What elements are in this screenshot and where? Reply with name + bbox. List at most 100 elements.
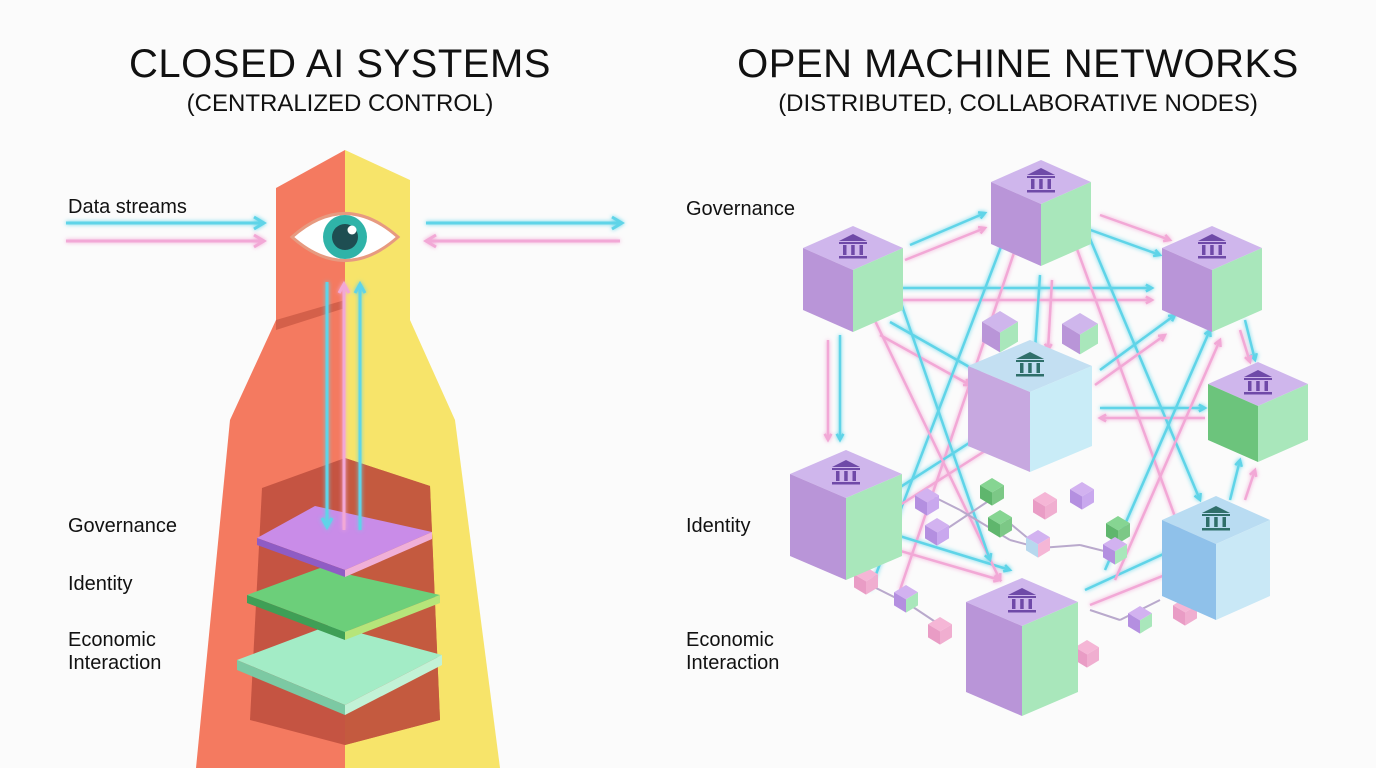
connection-arrow: [1113, 339, 1222, 581]
arrowhead: [1145, 283, 1155, 293]
cube-top: [854, 567, 878, 582]
label-identity-right: Identity: [686, 515, 751, 537]
label-governance-left: Governance: [68, 515, 177, 537]
layer-economic: [237, 625, 442, 715]
cube-top: [988, 510, 1012, 525]
label-economic-line1-right: Economic: [686, 629, 774, 651]
small-node: [982, 311, 1018, 353]
cube-left: [894, 592, 906, 613]
small-node: [928, 617, 952, 645]
cube-right: [1216, 520, 1270, 620]
small-node: [980, 478, 1004, 506]
arrowhead: [253, 215, 267, 231]
cube-left: [1033, 499, 1045, 520]
connection-arrow: [863, 299, 1002, 581]
cube-right: [1212, 248, 1262, 332]
connection-arrow: [904, 226, 986, 262]
small-node: [894, 585, 918, 613]
small-link: [944, 499, 991, 531]
connection-arrow: [1243, 469, 1257, 501]
cube-top: [1062, 313, 1098, 335]
cube-top: [982, 311, 1018, 333]
arrowhead: [1193, 492, 1202, 503]
cube-top: [1075, 640, 1099, 655]
cube-right: [1045, 499, 1057, 520]
cube-top: [1026, 530, 1050, 545]
connection-arrow: [1078, 214, 1202, 501]
label-economic-line2: Interaction: [68, 652, 162, 674]
arrowhead: [423, 233, 437, 249]
arrowhead: [977, 225, 988, 235]
arrowhead: [823, 433, 833, 443]
cube-right: [992, 485, 1004, 506]
label-identity-left: Identity: [68, 573, 133, 595]
arrowhead: [353, 280, 367, 294]
cube-right: [1140, 613, 1152, 634]
cube-right: [1030, 366, 1092, 472]
label-economic-right: Economic Interaction: [686, 629, 779, 675]
small-nodes: [854, 311, 1197, 668]
cube-top: [928, 617, 952, 632]
arrowhead: [835, 433, 845, 443]
cube-right: [1118, 523, 1130, 544]
cube-right: [1087, 647, 1099, 668]
cube-left: [803, 248, 853, 332]
small-node: [1128, 606, 1152, 634]
cube-left: [1026, 537, 1038, 558]
arrowhead: [1157, 333, 1168, 342]
cube-right: [1082, 489, 1094, 510]
connection-arrow: [1094, 333, 1166, 387]
cube-right: [1041, 182, 1091, 266]
left-subtitle: (CENTRALIZED CONTROL): [186, 90, 494, 117]
arrowhead: [983, 552, 993, 563]
cube-right: [1080, 323, 1098, 355]
cube-top: [1106, 516, 1130, 531]
cube-right: [866, 574, 878, 595]
cube-top: [1128, 606, 1152, 621]
cube-top: [1103, 537, 1127, 552]
cube-left: [980, 485, 992, 506]
cube-top: [894, 585, 918, 600]
left-title: CLOSED AI SYSTEMS: [129, 42, 551, 86]
cube-top: [1033, 492, 1057, 507]
cube-left: [1103, 544, 1115, 565]
arrowhead: [1097, 413, 1107, 423]
label-economic-line2-right: Interaction: [686, 652, 780, 674]
arrowhead: [1198, 403, 1208, 413]
data-streams: [66, 215, 625, 249]
cube-left: [1162, 520, 1216, 620]
small-link: [1089, 609, 1121, 621]
cube-right: [1000, 517, 1012, 538]
cube-left: [1208, 384, 1258, 462]
eye-icon: [289, 212, 401, 262]
cube-left: [790, 474, 846, 580]
arrowhead: [1002, 564, 1013, 573]
cube-left: [1162, 248, 1212, 332]
connection-arrow: [909, 211, 986, 247]
connection-arrow: [1084, 226, 1161, 257]
cube-top: [1070, 482, 1094, 497]
arrowhead: [1244, 354, 1253, 365]
small-node: [1026, 530, 1050, 558]
cube-left: [925, 525, 937, 546]
cube-left: [915, 495, 927, 516]
cube-top: [915, 488, 939, 503]
small-node: [1033, 492, 1057, 520]
arrowhead: [977, 211, 988, 220]
cube-right: [1258, 384, 1308, 462]
cube-right: [937, 525, 949, 546]
connection-arrow: [1099, 313, 1176, 372]
connection-arrow: [1238, 329, 1252, 363]
right-subtitle: (DISTRIBUTED, COLLABORATIVE NODES): [778, 90, 1258, 117]
layer-identity: [247, 568, 440, 640]
arrowhead: [320, 517, 334, 531]
connection-arrow: [898, 234, 1022, 591]
connection-arrow: [1046, 279, 1054, 351]
cube-left: [1062, 323, 1080, 355]
arrowhead: [337, 280, 351, 294]
connection-arrow: [1099, 213, 1171, 242]
cube-left: [968, 366, 1030, 472]
arrowhead: [1249, 467, 1258, 478]
connection-arrow: [1243, 319, 1257, 361]
cube-right: [853, 248, 903, 332]
